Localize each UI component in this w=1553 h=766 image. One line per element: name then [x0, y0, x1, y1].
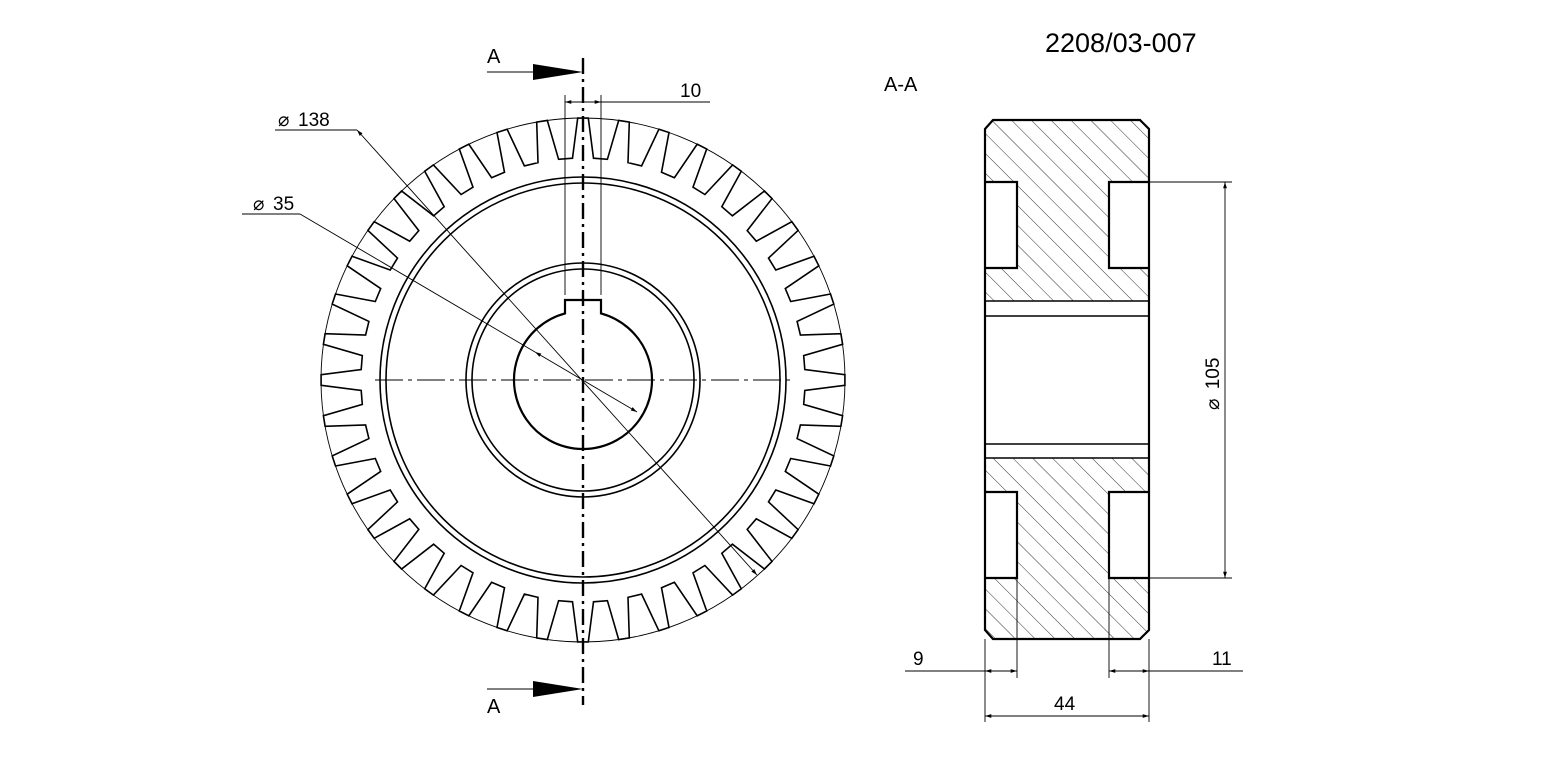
bore-diameter-value: 35	[273, 194, 294, 215]
drawing-number: 2208/03-007	[1045, 28, 1197, 58]
bore-diameter-symbol: ⌀	[253, 194, 264, 215]
left-recess-depth-dimension: 9	[905, 578, 1018, 722]
section-view-title: A-A	[884, 74, 918, 96]
face-width-dimension: 44	[985, 694, 1149, 718]
section-outline	[983, 118, 1151, 641]
recess-diameter-label: ⌀ 105	[1203, 358, 1224, 410]
section-view: ⌀ 105 9 11 44	[905, 118, 1243, 722]
recess-diameter-value: 105	[1203, 358, 1224, 390]
section-label-bottom: A	[487, 696, 501, 718]
section-label-top: A	[487, 46, 501, 68]
right-recess-bottom	[1107, 490, 1149, 580]
right-recess-top	[1107, 180, 1149, 270]
gear-front-view: A A 10 ⌀ 138 ⌀ 35	[242, 46, 846, 718]
recess-diameter-dimension: ⌀ 105	[1149, 181, 1232, 579]
tip-diameter-value: 138	[298, 110, 330, 131]
tip-diameter-symbol: ⌀	[278, 110, 289, 131]
right-recess-depth-dimension: 11	[1108, 578, 1243, 722]
right-recess-depth-value: 11	[1212, 649, 1232, 670]
face-width-value: 44	[1054, 694, 1076, 715]
section-marker-top: A	[487, 46, 583, 80]
tip-diameter-dimension: ⌀ 138	[275, 110, 758, 576]
left-recess-top	[985, 180, 1019, 270]
left-recess-depth-value: 9	[913, 649, 924, 670]
left-recess-bottom	[985, 490, 1019, 580]
key-width-value: 10	[680, 81, 701, 102]
section-hatching	[985, 120, 1149, 639]
section-marker-bottom: A	[487, 681, 583, 718]
recess-diameter-symbol: ⌀	[1203, 399, 1224, 410]
bore-diameter-dimension: ⌀ 35	[242, 194, 638, 413]
